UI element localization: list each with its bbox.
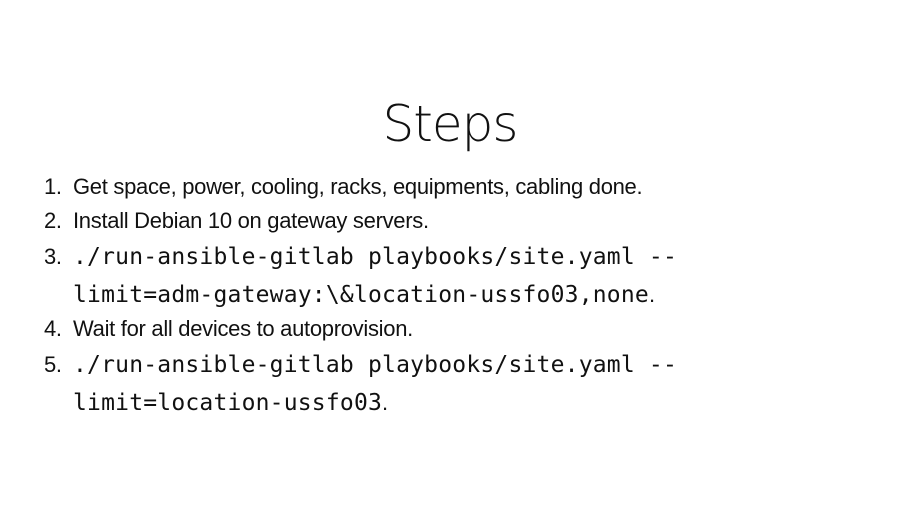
step-command-line-1: ./run-ansible-gitlab playbooks/site.yaml… [73, 352, 678, 378]
step-text: Get space, power, cooling, racks, equipm… [73, 174, 643, 199]
step-4: 4. Wait for all devices to autoprovision… [44, 312, 844, 346]
slide-title: Steps [382, 95, 519, 153]
step-number: 4. [44, 316, 62, 341]
step-command-line-2: limit=adm-gateway:\&location-ussfo03,non… [73, 282, 649, 308]
step-number: 1. [44, 174, 62, 199]
step-2: 2. Install Debian 10 on gateway servers. [44, 204, 844, 238]
step-5: 5. ./run-ansible-gitlab playbooks/site.y… [44, 346, 844, 420]
step-text: Wait for all devices to autoprovision. [73, 316, 413, 341]
step-command-line-1: ./run-ansible-gitlab playbooks/site.yaml… [73, 244, 678, 270]
step-number: 5. [44, 352, 62, 377]
step-command-line-2: limit=location-ussfo03 [73, 390, 383, 416]
step-suffix: . [648, 282, 655, 307]
step-1: 1. Get space, power, cooling, racks, equ… [44, 170, 844, 204]
step-number: 3. [44, 244, 62, 269]
step-suffix: . [382, 390, 388, 415]
steps-list: 1. Get space, power, cooling, racks, equ… [44, 170, 844, 420]
step-3: 3. ./run-ansible-gitlab playbooks/site.y… [44, 238, 844, 312]
step-text: Install Debian 10 on gateway servers. [73, 208, 429, 233]
step-number: 2. [44, 208, 62, 233]
